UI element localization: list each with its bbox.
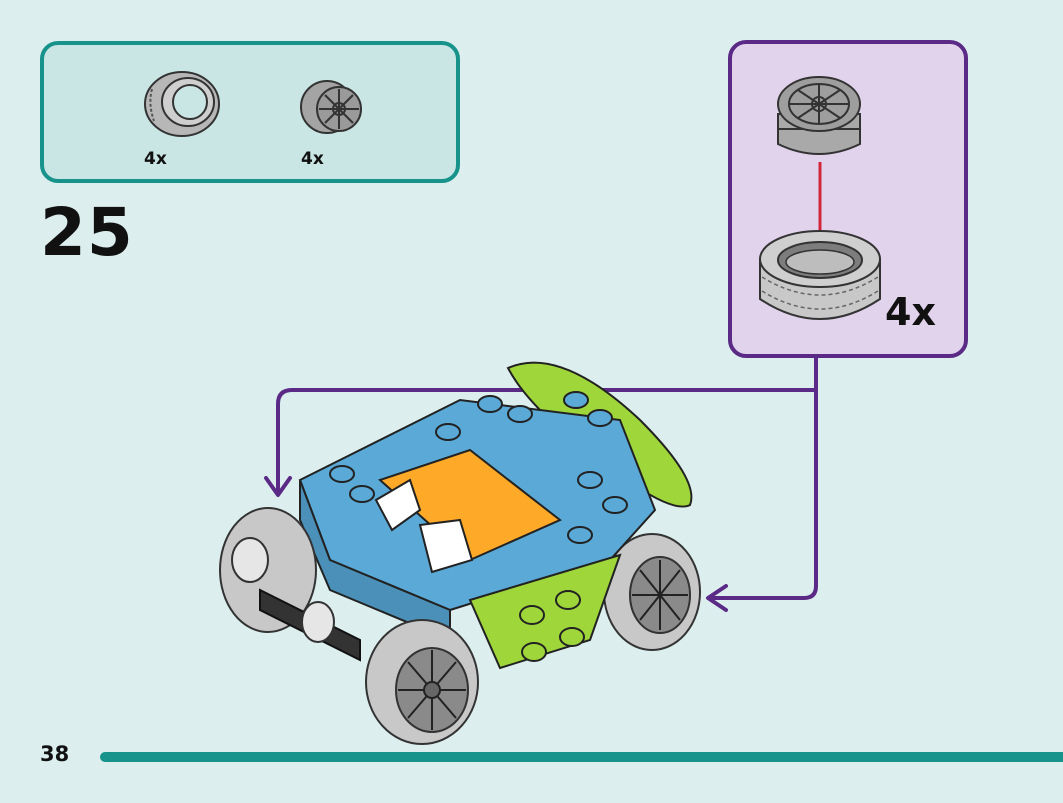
tire-icon xyxy=(759,230,881,320)
sub-assembly-quantity: 4x xyxy=(885,290,936,334)
wheel-rim-icon xyxy=(777,76,861,155)
parts-list-box: 4x 4x xyxy=(40,41,460,183)
tire-quantity: 4x xyxy=(144,149,167,169)
tire-part-icon xyxy=(144,71,220,137)
page-number: 38 xyxy=(40,742,70,766)
step-number: 25 xyxy=(40,194,134,271)
page-footer-bar xyxy=(100,752,1063,762)
wheel-rim-quantity: 4x xyxy=(301,149,324,169)
wheel-rim-part-icon xyxy=(300,80,362,134)
sub-assembly-box: 4x xyxy=(728,40,968,358)
